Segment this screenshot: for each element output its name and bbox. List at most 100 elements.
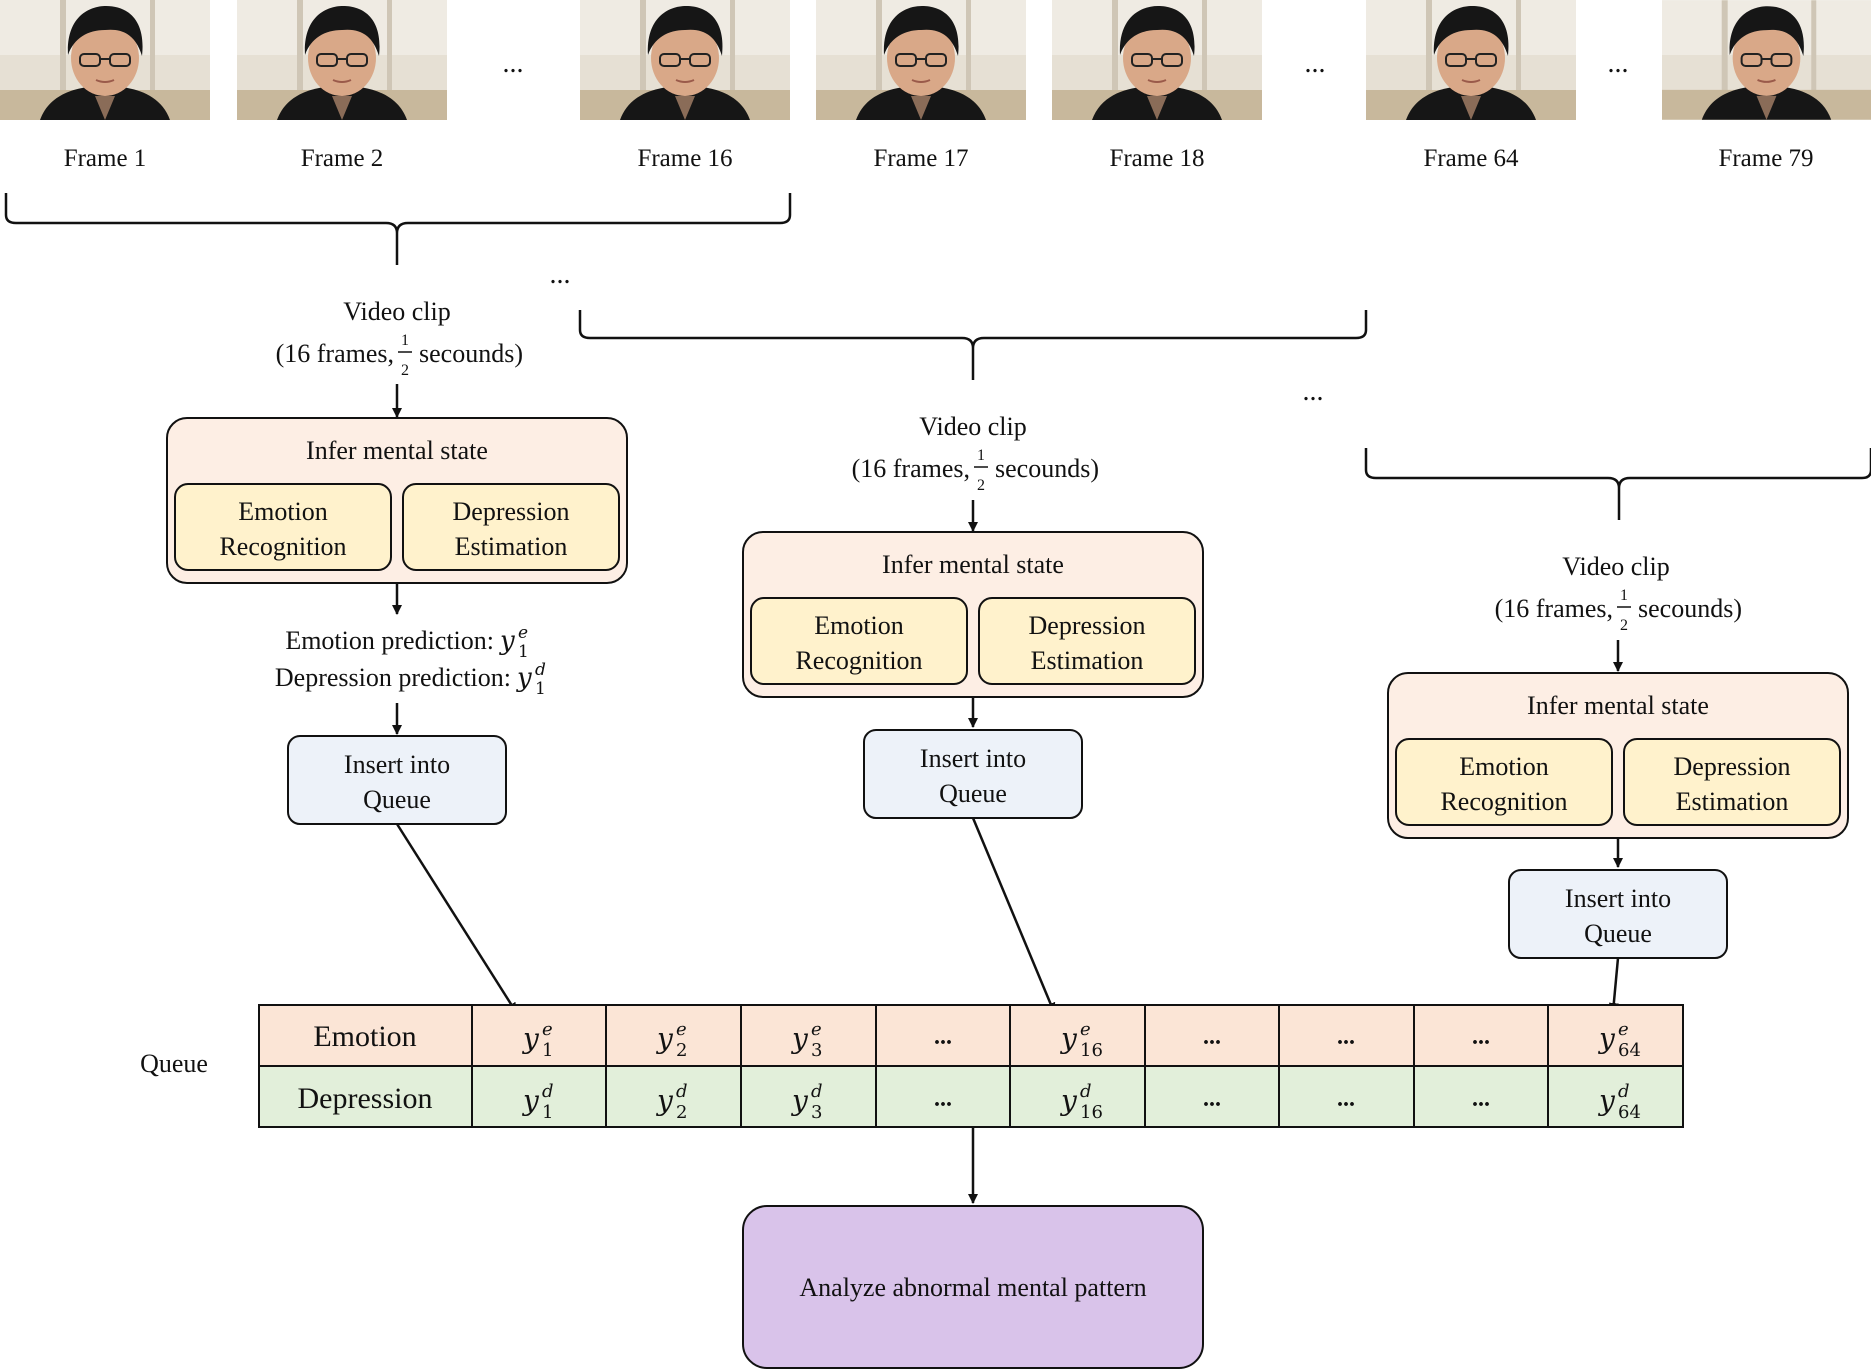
clip-2-fraction-denominator: 2	[977, 477, 985, 494]
queue-cell-symbol: y	[1059, 1022, 1078, 1055]
analyze-label: Analyze abnormal mental pattern	[799, 1273, 1146, 1302]
frame-17: Frame 17	[816, 0, 1026, 172]
frame-18-thumbnail	[1052, 0, 1262, 120]
infer-mental-state-box: Infer mental state Emotion Recognition D…	[1387, 672, 1849, 839]
frame-79: Frame 79	[1662, 0, 1871, 172]
queue-cell-superscript: e	[811, 1019, 822, 1040]
module-frame	[402, 483, 620, 571]
module-frame	[1623, 738, 1841, 826]
pipeline-3: Video clip (16 frames, 1 2 secounds) Inf…	[1387, 552, 1849, 1013]
frame-1-thumbnail	[0, 0, 210, 120]
prediction-symbol: y	[499, 626, 515, 656]
module-label: Estimation	[1031, 646, 1144, 675]
module-frame	[750, 597, 968, 685]
insert-label: Queue	[939, 779, 1007, 808]
insert-label: Queue	[363, 785, 431, 814]
clip-1-detail: (16 frames, 1 2 secounds)	[276, 332, 523, 379]
emotion-recognition-module: Emotion Recognition	[174, 483, 392, 571]
frame-64-label: Frame 64	[1423, 145, 1519, 172]
prediction-symbol: y	[516, 663, 532, 693]
module-label: Depression	[453, 497, 570, 526]
queue-cell-ellipsis: ...	[1203, 1086, 1221, 1112]
module-label: Depression	[1674, 752, 1791, 781]
clip-2-detail: (16 frames, 1 2 secounds)	[852, 447, 1099, 494]
module-label: Depression	[1029, 611, 1146, 640]
frame-79-thumbnail	[1662, 0, 1871, 120]
clip-1-title: Video clip	[343, 297, 450, 326]
queue-cell-superscript: d	[1618, 1081, 1630, 1102]
queue-row-header-emotion: Emotion	[313, 1020, 416, 1053]
queue-cell-superscript: d	[542, 1081, 554, 1102]
frame-16: Frame 16	[580, 0, 790, 172]
clip-1-detail-suffix: secounds)	[419, 339, 523, 368]
emotion-prediction-label: Emotion prediction:	[285, 626, 494, 655]
analyze-box: Analyze abnormal mental pattern	[742, 1205, 1204, 1369]
infer-title: Infer mental state	[306, 436, 488, 465]
queue-cell-index: 3	[811, 1102, 822, 1123]
queue-cell-superscript: d	[811, 1081, 823, 1102]
insert-label: Insert into	[1565, 884, 1671, 913]
module-label: Estimation	[455, 532, 568, 561]
arrow	[1608, 957, 1620, 1013]
insert-into-queue-box: Insert into Queue	[287, 735, 507, 825]
frame-2-label: Frame 2	[301, 145, 384, 172]
queue-cell-index: 2	[676, 1102, 687, 1123]
prediction-subscript: 1	[535, 679, 546, 699]
insert-label: Insert into	[344, 750, 450, 779]
queue-cell-ellipsis: ...	[934, 1086, 952, 1112]
queue-cell-superscript: e	[1080, 1019, 1091, 1040]
module-label: Recognition	[795, 646, 922, 675]
queue-cell-index: 2	[676, 1040, 687, 1061]
arrow	[395, 823, 518, 1013]
pipeline-1: Video clip (16 frames, 1 2 secounds) Inf…	[166, 297, 628, 1013]
module-frame	[978, 597, 1196, 685]
queue-row-header-depression: Depression	[298, 1082, 433, 1115]
clip-3-brace	[1364, 448, 1871, 520]
module-frame	[174, 483, 392, 571]
queue-cell-symbol: y	[655, 1022, 674, 1055]
module-label: Emotion	[1459, 752, 1549, 781]
infer-mental-state-box: Infer mental state Emotion Recognition D…	[742, 531, 1204, 698]
frames-ellipsis: ...	[1608, 48, 1629, 79]
queue-cell-index: 1	[542, 1040, 553, 1061]
queue-cell-ellipsis: ...	[934, 1024, 952, 1050]
prediction-superscript: d	[535, 660, 546, 680]
clip-3-fraction-denominator: 2	[1620, 617, 1628, 634]
clip-2-brace	[578, 310, 1368, 380]
brace-ellipsis: ...	[1303, 376, 1324, 407]
queue-cell-ellipsis: ...	[1472, 1024, 1490, 1050]
brace-ellipsis: ...	[550, 259, 571, 290]
queue-cell-symbol: y	[521, 1022, 540, 1055]
clip-1-brace	[4, 193, 792, 265]
queue-cell-index: 3	[811, 1040, 822, 1061]
insert-into-queue-box: Insert into Queue	[1508, 869, 1728, 959]
frame-17-label: Frame 17	[873, 145, 968, 172]
clip-1-detail-prefix: (16 frames,	[276, 339, 394, 368]
queue-cell-symbol: y	[521, 1084, 540, 1117]
queue-cell-superscript: e	[676, 1019, 687, 1040]
frame-18-label: Frame 18	[1109, 145, 1204, 172]
frames-ellipsis: ...	[1305, 48, 1326, 79]
pipeline-2: Video clip (16 frames, 1 2 secounds) Inf…	[742, 412, 1204, 1013]
clip-3-detail-prefix: (16 frames,	[1495, 594, 1613, 623]
queue-cell-index: 64	[1618, 1040, 1641, 1061]
infer-title: Infer mental state	[882, 550, 1064, 579]
frame-64: Frame 64	[1366, 0, 1576, 172]
frame-16-thumbnail	[580, 0, 790, 120]
emotion-recognition-module: Emotion Recognition	[750, 597, 968, 685]
emotion-row-bg	[259, 1005, 1683, 1066]
emotion-recognition-module: Emotion Recognition	[1395, 738, 1613, 826]
queue-cell-superscript: e	[1618, 1019, 1629, 1040]
queue-cell-ellipsis: ...	[1337, 1024, 1355, 1050]
queue-cell-symbol: y	[790, 1084, 809, 1117]
analyze-box-frame	[742, 1205, 1204, 1369]
frame-18: Frame 18	[1052, 0, 1262, 172]
queue-cell-superscript: d	[1080, 1081, 1092, 1102]
